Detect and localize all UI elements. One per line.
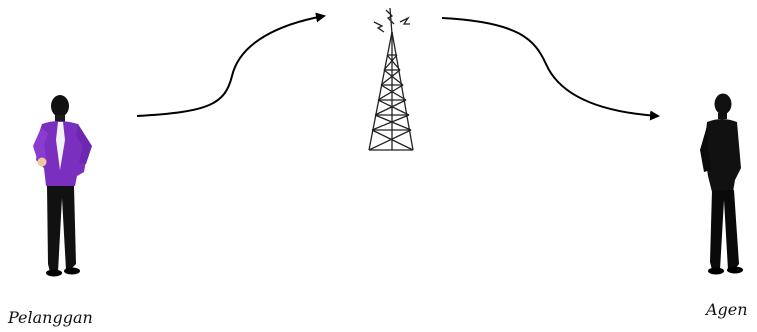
radio-tower-icon	[369, 8, 413, 150]
arrow-customer-to-tower	[137, 16, 324, 116]
agent-label: Agen	[706, 302, 748, 318]
customer-label: Pelanggan	[8, 310, 93, 326]
agent-figure-icon	[700, 94, 743, 275]
arrow-tower-to-agent	[442, 18, 658, 116]
customer-figure-icon	[33, 95, 92, 277]
